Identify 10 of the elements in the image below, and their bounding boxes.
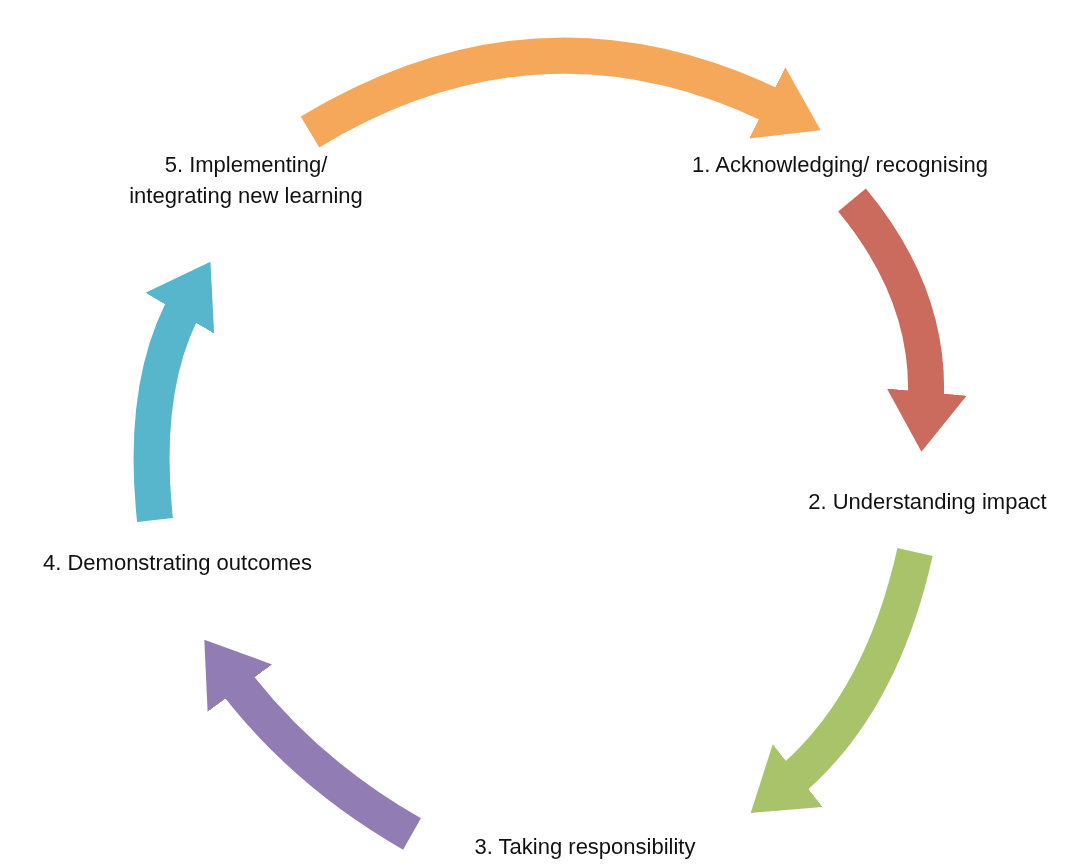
step-label: 3. Taking responsibility [400, 832, 770, 863]
curved-arrow [301, 38, 822, 148]
step-label: 1. Acknowledging/ recognising [650, 150, 1030, 181]
step-label: 5. Implementing/ integrating new learning [121, 150, 371, 212]
curved-arrow [203, 640, 422, 850]
step-label: 2. Understanding impact [775, 487, 1079, 518]
curved-arrow [751, 547, 933, 814]
step-label: 4. Demonstrating outcomes [5, 548, 350, 579]
curved-arrow [837, 188, 967, 452]
curved-arrow [133, 260, 216, 522]
